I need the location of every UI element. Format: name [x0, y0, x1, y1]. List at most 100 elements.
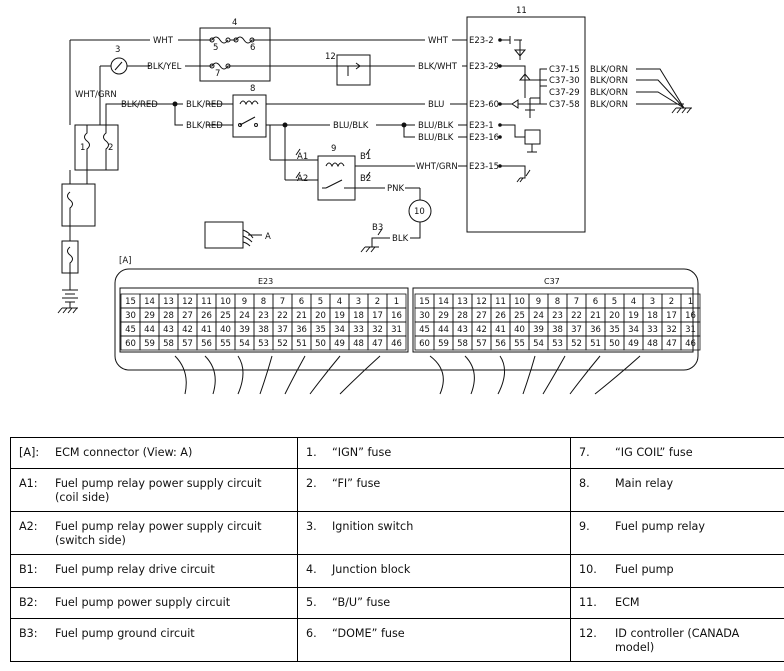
c37-title: C37 [544, 277, 560, 286]
legend-cell: 10.Fuel pump [570, 553, 784, 588]
legend-key: 9. [579, 519, 590, 533]
legend-description: “B/U” fuse [332, 595, 391, 609]
legend-cell: 11.ECM [570, 586, 784, 620]
e23-pin-label: 4 [337, 297, 342, 307]
c37-pin-label: 12 [476, 297, 487, 307]
terminal-e23-15: E23-15 [469, 162, 499, 172]
e23-pin-cell [386, 335, 407, 351]
node-label-1: 1 [80, 143, 85, 153]
wire-label-blk: BLK [392, 234, 409, 244]
e23-pin-label: 1 [394, 297, 399, 307]
c37-pin-label: 18 [647, 311, 658, 321]
legend-key: 5. [306, 595, 317, 609]
e23-pin-label: 6 [299, 297, 304, 307]
legend-cell: 5. “B/U” fuse [297, 586, 571, 620]
legend-key: B3: [19, 627, 38, 641]
c37-pin-label: 38 [552, 325, 563, 335]
legend-description: Ignition switch [332, 519, 414, 533]
e23-pin-label: 13 [163, 297, 174, 307]
e23-pin-label: 10 [220, 297, 231, 307]
e23-pin-label: 12 [182, 297, 193, 307]
legend-key: 10. [579, 562, 597, 576]
c37-pin-label: 14 [438, 297, 449, 307]
terminal-c37-15: C37-15 [549, 65, 580, 75]
e23-pin-label: 46 [391, 339, 402, 349]
e23-pin-label: 48 [353, 339, 364, 349]
c37-pin-label: 33 [647, 325, 658, 335]
c37-pin-label: 21 [590, 311, 601, 321]
c37-pin-label: 7 [574, 297, 579, 307]
legend-cell: B2:Fuel pump power supply circuit [10, 586, 298, 620]
e23-pin-label: 29 [144, 311, 155, 321]
e23-pin-label: 34 [334, 325, 345, 335]
c37-pin-label: 3 [650, 297, 655, 307]
c37-pin-label: 1 [688, 297, 693, 307]
e23-pin-label: 53 [258, 339, 269, 349]
wire-label-blu-blk-1: BLU/BLK [333, 121, 369, 131]
c37-pin-label: 49 [628, 339, 639, 349]
legend-row: A2:Fuel pump relay power supply circuit … [10, 510, 784, 555]
e23-pin-label: 57 [182, 339, 193, 349]
e23-pin-label: 2 [375, 297, 380, 307]
c37-pin-label: 10 [514, 297, 525, 307]
c37-pin-label: 34 [628, 325, 639, 335]
c37-pin-label: 8 [555, 297, 560, 307]
e23-pin-label: 58 [163, 339, 174, 349]
c37-pin-label: 35 [609, 325, 620, 335]
e23-pin-label: 49 [334, 339, 345, 349]
circuit-label-b2: B2 [360, 174, 371, 184]
e23-pin-label: 15 [125, 297, 136, 307]
legend-description: “IG COIL” fuse [615, 446, 693, 459]
e23-pin-label: 19 [334, 311, 345, 321]
c37-pin-label: 32 [666, 325, 677, 335]
wire-label-blk-orn-2: BLK/ORN [590, 76, 628, 86]
c37-pin-label: 16 [685, 311, 696, 321]
legend-description: ECM connector (View: A) [55, 446, 193, 459]
main-relay-box [232, 94, 267, 138]
e23-title: E23 [258, 277, 273, 286]
main-fuse-box [61, 183, 96, 227]
e23-pin-label: 59 [144, 339, 155, 349]
node-label-4: 4 [232, 18, 237, 28]
wire-label-wht-grn-left: WHT/GRN [75, 90, 117, 100]
terminal-e23-16: E23-16 [469, 133, 499, 143]
c37-pin-label: 42 [476, 325, 487, 335]
legend-description: “DOME” fuse [332, 627, 405, 641]
c37-pin-label: 60 [419, 339, 430, 349]
circuit-label-a1: A1 [297, 152, 308, 162]
e23-pin-label: 23 [258, 311, 269, 321]
terminal-e23-1: E23-1 [469, 121, 494, 131]
e23-pin-label: 9 [242, 297, 247, 307]
legend-key: A2: [19, 519, 38, 533]
node-label-9: 9 [331, 144, 336, 154]
id-controller-box [336, 54, 371, 86]
legend-row: A1:Fuel pump relay power supply circuit … [10, 468, 784, 512]
c37-pin-label: 53 [552, 339, 563, 349]
e23-pin-label: 28 [163, 311, 174, 321]
c37-pin-label: 55 [514, 339, 525, 349]
legend-cell: 6.“DOME” fuse [297, 618, 571, 662]
c37-pin-label: 26 [495, 311, 506, 321]
c37-pin-label: 31 [685, 325, 696, 335]
circuit-label-b1: B1 [360, 152, 371, 162]
e23-pin-label: 11 [201, 297, 212, 307]
wire-label-blk-wht: BLK/WHT [418, 62, 458, 72]
e23-pin-label: 5 [318, 297, 323, 307]
legend-key: 1. [306, 446, 317, 459]
e23-pin-label: 16 [391, 311, 402, 321]
c37-pin-label: 46 [685, 339, 696, 349]
junction-block [199, 27, 271, 82]
legend-key: 3. [306, 519, 317, 533]
legend-cell: 2.“FI” fuse [297, 468, 571, 512]
e23-pin-label: 36 [296, 325, 307, 335]
legend-description: Fuel pump ground circuit [55, 627, 195, 641]
legend-key: 2. [306, 477, 317, 491]
c37-pin-label: 52 [571, 339, 582, 349]
circuit-label-b3: B3 [372, 223, 383, 233]
c37-pin-label: 51 [590, 339, 601, 349]
legend-key: 4. [306, 562, 317, 576]
e23-pin-label: 45 [125, 325, 136, 335]
circuit-label-a2: A2 [297, 174, 308, 184]
legend-cell: A2:Fuel pump relay power supply circuit … [10, 510, 298, 555]
